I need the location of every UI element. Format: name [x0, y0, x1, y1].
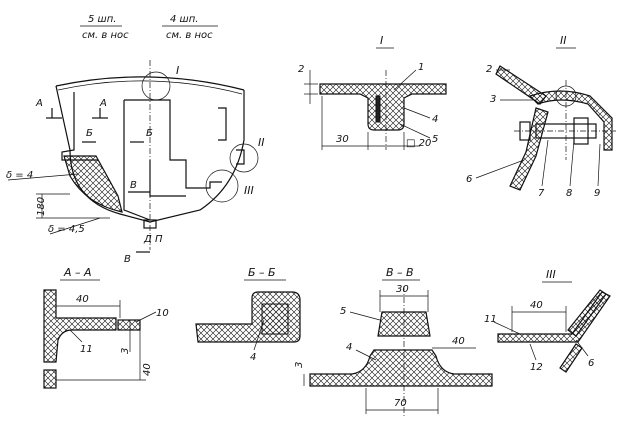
callout-I: I: [176, 64, 179, 77]
cut-A-left: А: [35, 98, 43, 109]
callout-II: II: [258, 136, 265, 149]
section-VV-dim-3: 3: [294, 362, 305, 368]
section-AA-dim-40v: 40: [142, 363, 153, 376]
cut-V-bottom: В: [124, 254, 131, 265]
section-VV-title: В – В: [386, 266, 414, 279]
section-AA-n10: 10: [156, 308, 169, 319]
detail-I-dim-2: 2: [298, 64, 304, 75]
cut-A-right: А: [99, 98, 107, 109]
detail-III-n12: 12: [530, 362, 543, 373]
callout-circle-III: [205, 169, 239, 203]
section-VV-n5: 5: [340, 306, 346, 317]
callout-circle-II: [229, 143, 259, 173]
section-VV-dim-40: 40: [452, 336, 465, 347]
detail-II-title: II: [560, 34, 567, 47]
detail-I-title: I: [380, 34, 383, 47]
detail-III-n6: 6: [588, 358, 594, 369]
detail-II-n3: 3: [490, 94, 496, 105]
header-left: 5 шп.: [88, 14, 116, 25]
detail-II-n6: 6: [466, 174, 472, 185]
section-AA-profile: [43, 289, 117, 363]
section-VV-n4: 4: [346, 342, 352, 353]
delta-top: δ = 4: [6, 170, 33, 181]
detail-III-joint: [497, 291, 611, 343]
detail-I-n4: 4: [432, 114, 438, 125]
bilge-block: [63, 155, 123, 213]
detail-I: I 2 30 □ 20 1 4 5: [298, 34, 447, 150]
callout-III: III: [244, 184, 254, 197]
detail-III-title: III: [546, 268, 556, 281]
detail-I-profile: [319, 83, 447, 131]
detail-II-n8: 8: [566, 188, 572, 199]
section-AA-title: А – А: [63, 266, 92, 279]
callout-circle-I: [141, 71, 171, 101]
section-AA-dim-40: 40: [76, 294, 89, 305]
section-VV-base: [309, 349, 493, 387]
section-BB-title: Б – Б: [248, 266, 276, 279]
header-right: 4 шп.: [170, 14, 198, 25]
detail-I-n1: 1: [418, 62, 424, 73]
detail-II-n7: 7: [538, 188, 545, 199]
detail-I-dim-30: 30: [336, 134, 349, 145]
section-AA-dim-3: 3: [120, 348, 131, 354]
section-AA-n11: 11: [80, 344, 93, 355]
section-VV-dim-70: 70: [394, 398, 407, 409]
cut-V-top: В: [130, 180, 137, 191]
section-AA: А – А 40 3 40 10 11: [43, 266, 169, 389]
dim-180: 180: [36, 197, 47, 216]
detail-III-n11: 11: [484, 314, 497, 325]
detail-II-n2: 2: [486, 64, 492, 75]
section-VV-dim-30: 30: [396, 284, 409, 295]
detail-II: II 2 3 6 7 8 9: [466, 34, 616, 199]
cut-B-left: Б: [86, 128, 93, 139]
detail-I-dim-sq20: □ 20: [406, 138, 431, 149]
delta-bottom: δ = 4,5: [48, 224, 85, 235]
detail-III-dim-40: 40: [530, 300, 543, 311]
section-BB: Б – Б 4: [195, 266, 301, 363]
detail-I-n5: 5: [432, 134, 438, 145]
section-BB-n4: 4: [250, 352, 256, 363]
detail-II-n9: 9: [594, 188, 600, 199]
header-right-sub: см. в нос: [166, 30, 213, 41]
dp-label: Д П: [143, 234, 163, 245]
detail-II-side-plate: [509, 107, 549, 191]
cut-B-right: Б: [146, 128, 153, 139]
main-view: 5 шп. см. в нос 4 шп. см. в нос I II III: [6, 14, 265, 265]
header-left-sub: см. в нос: [82, 30, 129, 41]
section-VV: В – В 30 40 3 70 5 4: [294, 266, 493, 418]
detail-III: III 40 11 12 6: [484, 268, 611, 373]
